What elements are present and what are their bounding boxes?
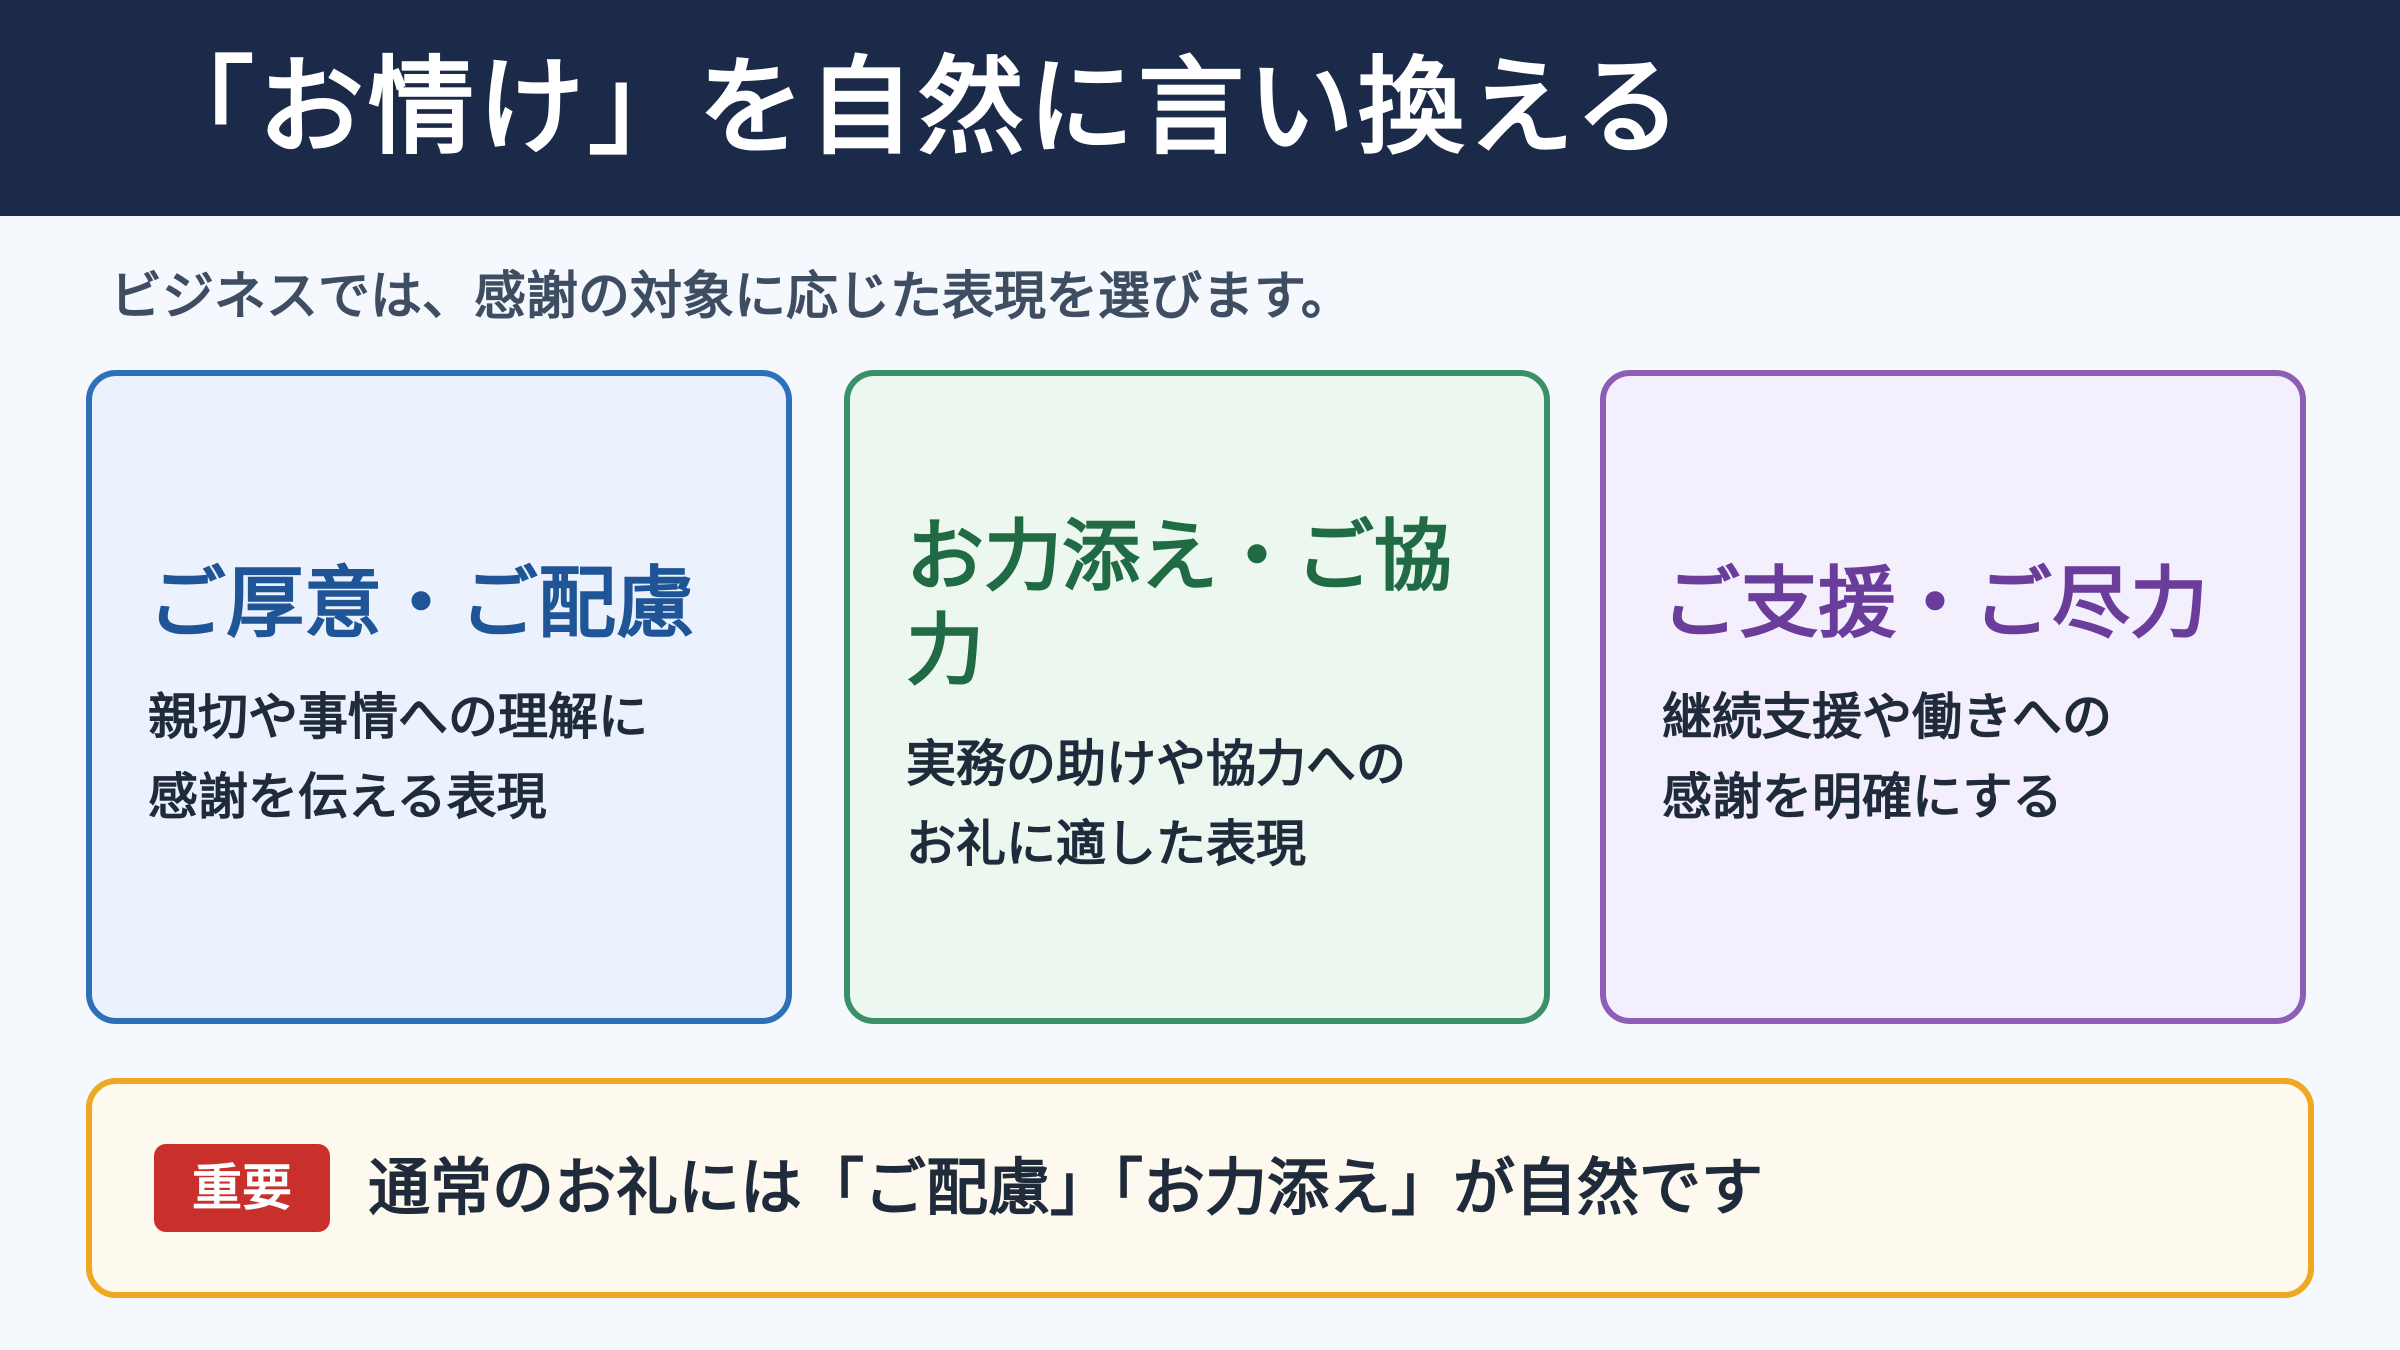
card-description-line: 感謝を明確にする <box>1662 768 2063 826</box>
card-title: ご厚意・ご配慮 <box>148 559 695 649</box>
card-description: 実務の助けや協力への お礼に適した表現 <box>906 724 1504 884</box>
card-description: 継続支援や働きへの 感謝を明確にする <box>1662 677 2260 837</box>
card-description-line: お礼に適した表現 <box>906 815 1306 873</box>
card-goui-gohairyo: ご厚意・ご配慮 親切や事情への理解に 感謝を伝える表現 <box>86 370 792 1024</box>
card-title: お力添え・ご協力 <box>906 512 1453 696</box>
card-goshien-gojinryoku: ご支援・ご尽力 継続支援や働きへの 感謝を明確にする <box>1600 370 2306 1024</box>
card-description: 親切や事情への理解に 感謝を伝える表現 <box>148 677 746 837</box>
header-bar: 「お情け」を自然に言い換える <box>0 0 2400 216</box>
card-content: お力添え・ご協力 実務の助けや協力への お礼に適した表現 <box>906 510 1504 884</box>
important-badge: 重要 <box>154 1144 330 1232</box>
card-description-line: 継続支援や働きへの <box>1662 688 2112 746</box>
page-title: 「お情け」を自然に言い換える <box>148 46 1685 169</box>
card-content: ご支援・ご尽力 継続支援や働きへの 感謝を明確にする <box>1662 557 2260 837</box>
card-title: ご支援・ご尽力 <box>1662 559 2209 649</box>
important-note-text: 通常のお礼には「ご配慮」「お力添え」が自然です <box>368 1151 1764 1224</box>
important-note: 重要 通常のお礼には「ご配慮」「お力添え」が自然です <box>86 1078 2314 1298</box>
card-content: ご厚意・ご配慮 親切や事情への理解に 感謝を伝える表現 <box>148 557 746 837</box>
page-subtitle: ビジネスでは、感謝の対象に応じた表現を選びます。 <box>110 267 1353 327</box>
card-description-line: 親切や事情への理解に <box>148 688 648 746</box>
card-description-line: 実務の助けや協力への <box>906 735 1406 793</box>
card-ochikarazoe-gokyouryoku: お力添え・ご協力 実務の助けや協力への お礼に適した表現 <box>844 370 1550 1024</box>
card-description-line: 感謝を伝える表現 <box>148 768 547 826</box>
